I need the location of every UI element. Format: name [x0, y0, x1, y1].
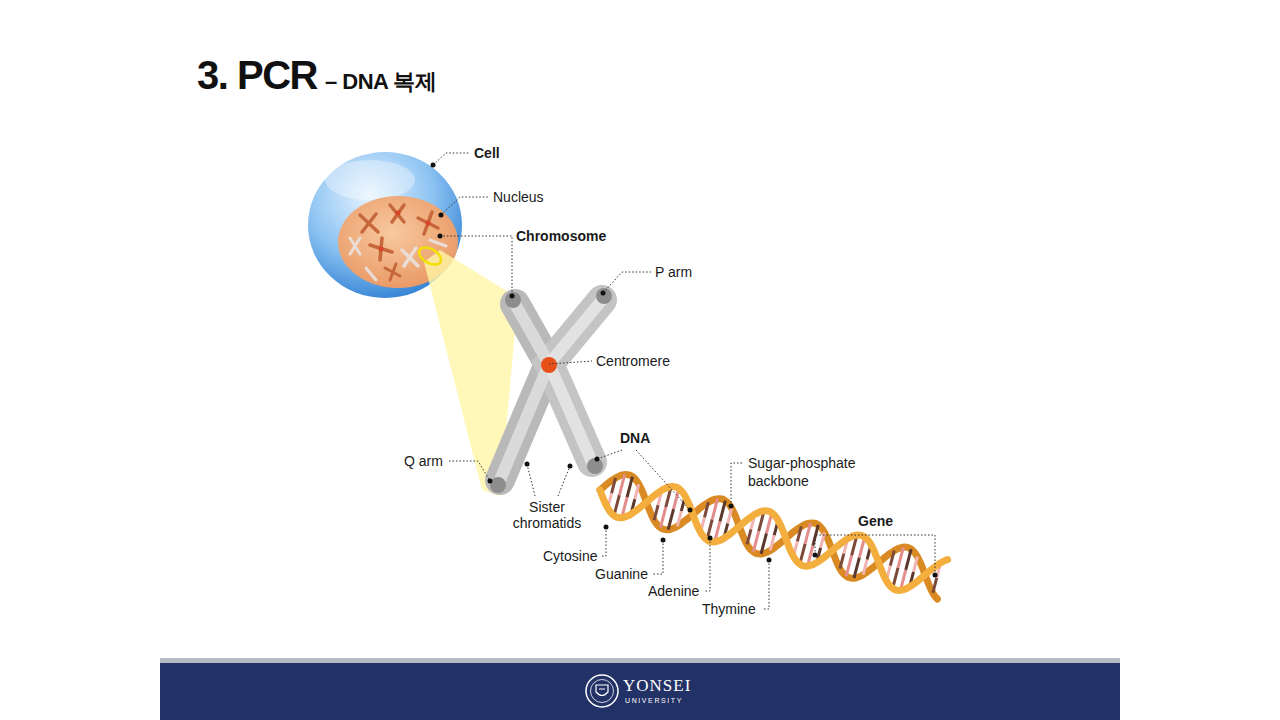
- part-label: Guanine: [595, 566, 648, 582]
- part-label: Sugar-phosphate backbone: [748, 454, 868, 490]
- part-label: Chromosome: [516, 228, 606, 244]
- base-pair: [797, 526, 801, 541]
- university-name: YONSEI: [623, 677, 691, 695]
- base-pair: [728, 508, 732, 523]
- base-pair: [660, 507, 665, 528]
- zoom-highlight: [416, 244, 444, 268]
- part-label: Gene: [858, 513, 893, 529]
- base-pair: [854, 558, 859, 579]
- part-label: Nucleus: [493, 189, 544, 205]
- part-label: Sister chromatids: [503, 499, 591, 531]
- dna-helix: [600, 474, 948, 599]
- base-pair: [705, 502, 709, 517]
- base-pair: [933, 578, 937, 593]
- base-pair: [898, 547, 903, 568]
- base-pair: [720, 501, 725, 522]
- part-label: Thymine: [702, 601, 756, 617]
- base-pair: [753, 531, 758, 552]
- leader-dots: [431, 163, 938, 578]
- base-pair: [627, 477, 632, 498]
- base-pair: [770, 535, 774, 550]
- slide-subtitle: – DNA 복제: [325, 71, 436, 93]
- base-pair: [619, 474, 624, 495]
- part-label: Adenine: [648, 583, 699, 599]
- part-label: Q arm: [404, 453, 443, 469]
- dna-strand-front: [600, 487, 948, 591]
- university-logo: [586, 675, 618, 707]
- footer-bar: [160, 663, 1120, 720]
- cell-highlight: [325, 160, 415, 200]
- part-label: Cell: [474, 145, 500, 161]
- university-subname: UNIVERSITY: [625, 697, 683, 705]
- base-pair: [654, 505, 658, 520]
- base-pair: [612, 478, 616, 493]
- part-label: Cytosine: [543, 548, 597, 564]
- base-pair: [712, 499, 717, 520]
- slide-title: 3. PCR: [197, 55, 317, 95]
- footer-rule: [160, 658, 1120, 663]
- base-pair: [840, 554, 844, 569]
- base-pair: [668, 509, 673, 530]
- leader-lines: [433, 153, 935, 609]
- base-pair: [863, 560, 867, 575]
- base-pair: [635, 484, 639, 499]
- base-pair: [846, 556, 851, 577]
- part-label: Centromere: [596, 353, 670, 369]
- part-label: P arm: [655, 264, 692, 280]
- base-pair: [890, 551, 894, 566]
- chromosome: [490, 288, 612, 493]
- base-pair: [761, 533, 766, 554]
- base-pair: [805, 523, 810, 544]
- base-pair: [747, 529, 751, 544]
- base-pair: [906, 549, 911, 570]
- base-pair: [914, 557, 918, 572]
- base-pair: [677, 511, 681, 526]
- part-label: DNA: [620, 430, 650, 446]
